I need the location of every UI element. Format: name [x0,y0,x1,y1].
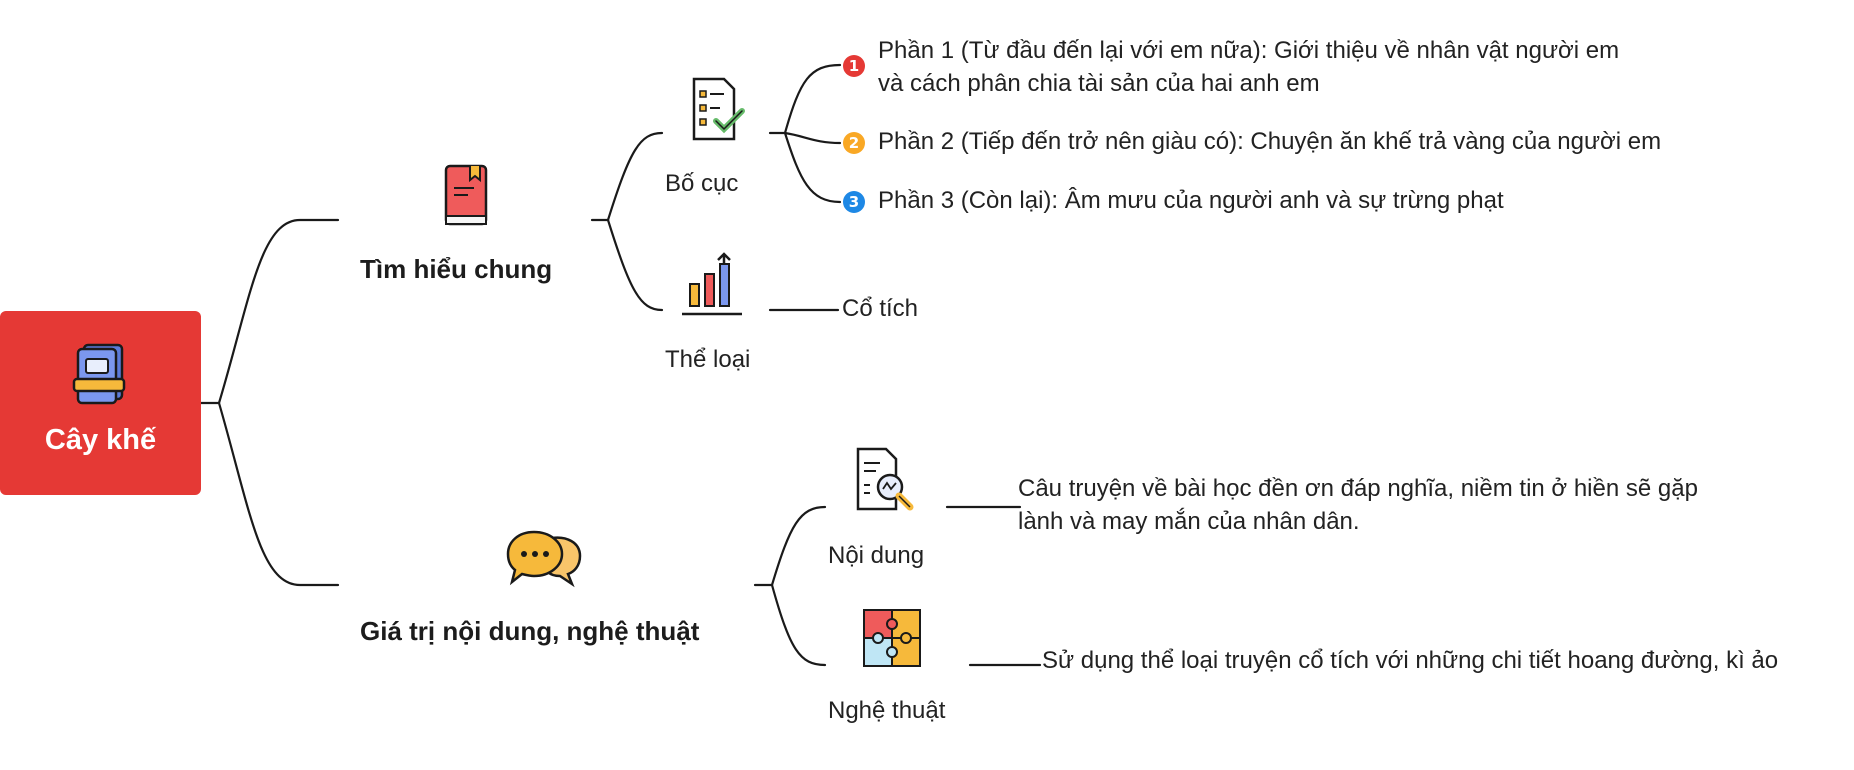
bo-cuc-item-1: Phần 1 (Từ đầu đến lại với em nữa): Giới… [878,34,1619,100]
noi-dung-item-1-line-1: Câu truyện về bài học đền ơn đáp nghĩa, … [1018,475,1698,502]
bo-cuc-item-2: Phần 2 (Tiếp đến trở nên giàu có): Chuyệ… [878,128,1662,155]
chat-bubbles-icon [506,526,586,593]
nghe-thuat-item-1: Sử dụng thể loại truyện cổ tích với nhữn… [1042,647,1779,674]
badge-3: 3 [843,191,865,213]
book-icon [68,337,134,414]
the-loai-item-1: Cổ tích [842,295,919,322]
checklist-icon [688,75,746,148]
root-title: Cây khế [44,424,157,456]
red-book-icon [438,162,494,235]
noi-dung-item-1-line-2: lành và may mắn của nhân dân. [1018,508,1360,535]
document-search-icon [852,445,920,522]
bar-chart-icon [678,250,748,323]
noi-dung-item-1: Câu truyện về bài học đền ơn đáp nghĩa, … [1018,472,1698,538]
child-label-bo-cuc[interactable]: Bố cục [665,170,739,197]
child-label-noi-dung[interactable]: Nội dung [828,542,925,569]
badge-2: 2 [843,132,865,154]
badge-1: 1 [843,55,865,77]
bo-cuc-item-1-line-1: Phần 1 (Từ đầu đến lại với em nữa): Giới… [878,37,1620,64]
bo-cuc-item-3: Phần 3 (Còn lại): Âm mưu của người anh v… [878,187,1504,214]
child-label-nghe-thuat[interactable]: Nghệ thuật [828,697,946,724]
branch-label-gia-tri[interactable]: Giá trị nội dung, nghệ thuật [360,616,700,646]
bo-cuc-item-1-line-2: và cách phân chia tài sản của hai anh em [878,70,1320,97]
child-label-the-loai[interactable]: Thể loại [665,346,751,373]
puzzle-icon [860,606,924,675]
branch-label-tim-hieu-chung[interactable]: Tìm hiểu chung [360,254,553,284]
root-node[interactable]: Cây khế [0,311,201,495]
